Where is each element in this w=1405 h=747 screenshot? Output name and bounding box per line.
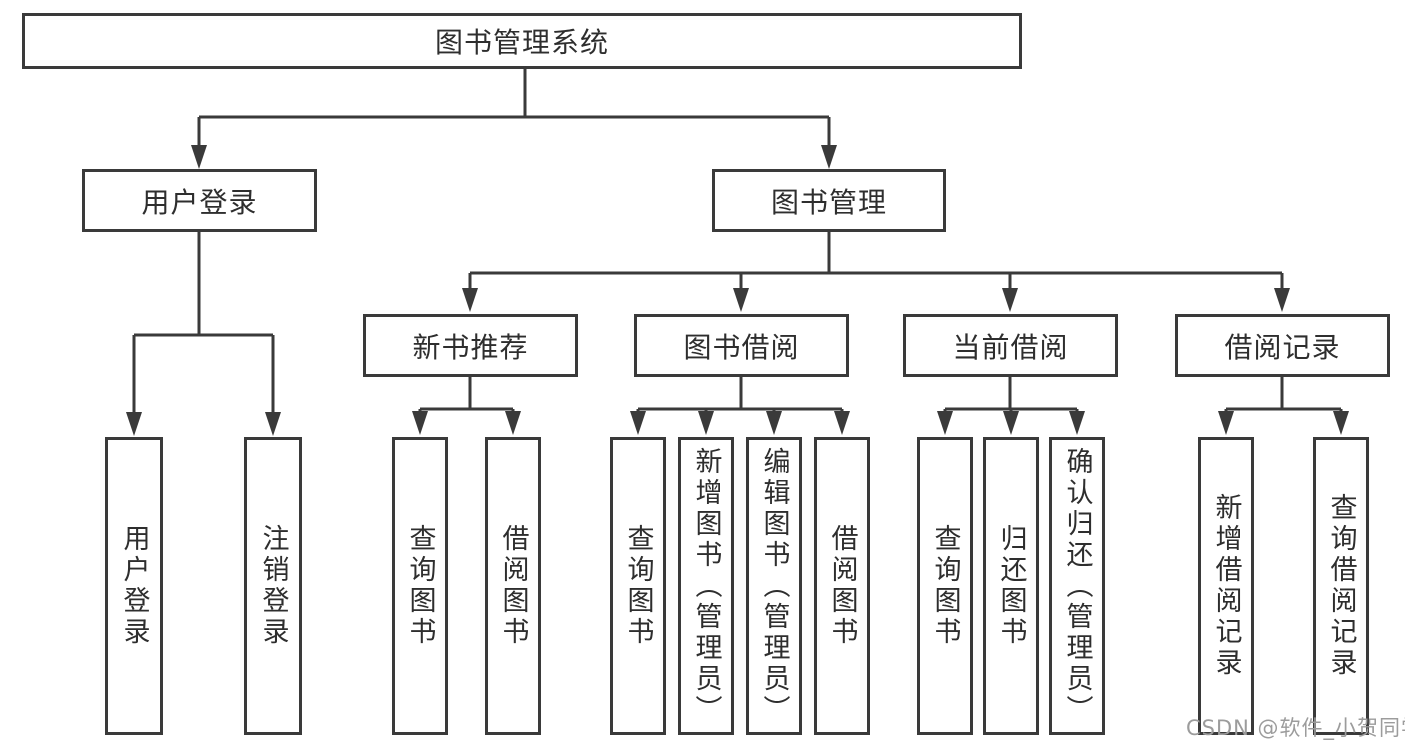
leaf-query-borrow-record: 查询借阅记录 [1313, 437, 1369, 735]
connector-root-to-level2 [191, 69, 837, 169]
leaf-label: 新增借阅记录 [1210, 493, 1242, 679]
leaf-label: 查询图书 [929, 524, 961, 648]
arrowhead [630, 411, 646, 435]
arrowhead [265, 412, 281, 436]
arrowhead [412, 411, 428, 435]
leaf-label: 查询图书 [404, 524, 436, 648]
connector-book-management-to-level3 [462, 232, 1290, 312]
connector-book-borrow-to-leaves [630, 377, 850, 435]
leaf-label: 借阅图书 [826, 524, 858, 648]
arrowhead [126, 412, 142, 436]
node-book-management: 图书管理 [712, 169, 946, 232]
node-current-borrow: 当前借阅 [903, 314, 1118, 377]
leaf-edit-book-admin: 编辑图书（管理员） [746, 437, 802, 735]
leaf-label: 新增图书（管理员） [690, 446, 722, 726]
arrowhead [1333, 411, 1349, 435]
leaf-add-borrow-record: 新增借阅记录 [1198, 437, 1254, 735]
arrowhead [1002, 288, 1018, 312]
leaf-add-book-admin: 新增图书（管理员） [678, 437, 734, 735]
arrowhead [1274, 288, 1290, 312]
leaf-user-login: 用户登录 [105, 437, 163, 735]
arrowhead [733, 288, 749, 312]
arrowhead [1218, 411, 1234, 435]
leaf-label: 查询图书 [622, 524, 654, 648]
connector-new-book-to-leaves [412, 377, 521, 435]
node-new-book-recommend: 新书推荐 [363, 314, 578, 377]
arrowhead [462, 288, 478, 312]
leaf-label: 查询借阅记录 [1325, 493, 1357, 679]
leaf-query-books-recommend: 查询图书 [392, 437, 448, 735]
leaf-return-book: 归还图书 [983, 437, 1039, 735]
connector-borrow-records-to-leaves [1218, 377, 1349, 435]
arrowhead [1003, 411, 1019, 435]
arrowhead [821, 145, 837, 169]
node-book-borrow: 图书借阅 [634, 314, 849, 377]
arrowhead [766, 411, 782, 435]
leaf-borrow-books: 借阅图书 [814, 437, 870, 735]
arrowhead [1069, 411, 1085, 435]
leaf-borrow-books-recommend: 借阅图书 [485, 437, 541, 735]
leaf-label: 注销登录 [257, 524, 289, 648]
node-user-login: 用户登录 [82, 169, 317, 232]
arrowhead [505, 411, 521, 435]
arrowhead [191, 145, 207, 169]
leaf-confirm-return-admin: 确认归还（管理员） [1049, 437, 1105, 735]
node-library-management-system: 图书管理系统 [22, 13, 1022, 69]
arrowhead [937, 411, 953, 435]
leaf-label: 编辑图书（管理员） [758, 446, 790, 726]
node-borrow-records: 借阅记录 [1175, 314, 1390, 377]
arrowhead [834, 411, 850, 435]
leaf-label: 用户登录 [118, 524, 150, 648]
leaf-label: 确认归还（管理员） [1061, 446, 1093, 726]
leaf-logout: 注销登录 [244, 437, 302, 735]
leaf-query-books-current: 查询图书 [917, 437, 973, 735]
connector-user-login-to-leaves [126, 232, 281, 436]
leaf-label: 借阅图书 [497, 524, 529, 648]
arrowhead [698, 411, 714, 435]
leaf-query-books-borrow: 查询图书 [610, 437, 666, 735]
csdn-watermark: CSDN @软件_小贺同学 [1186, 716, 1405, 740]
connector-current-borrow-to-leaves [937, 377, 1085, 435]
leaf-label: 归还图书 [995, 524, 1027, 648]
